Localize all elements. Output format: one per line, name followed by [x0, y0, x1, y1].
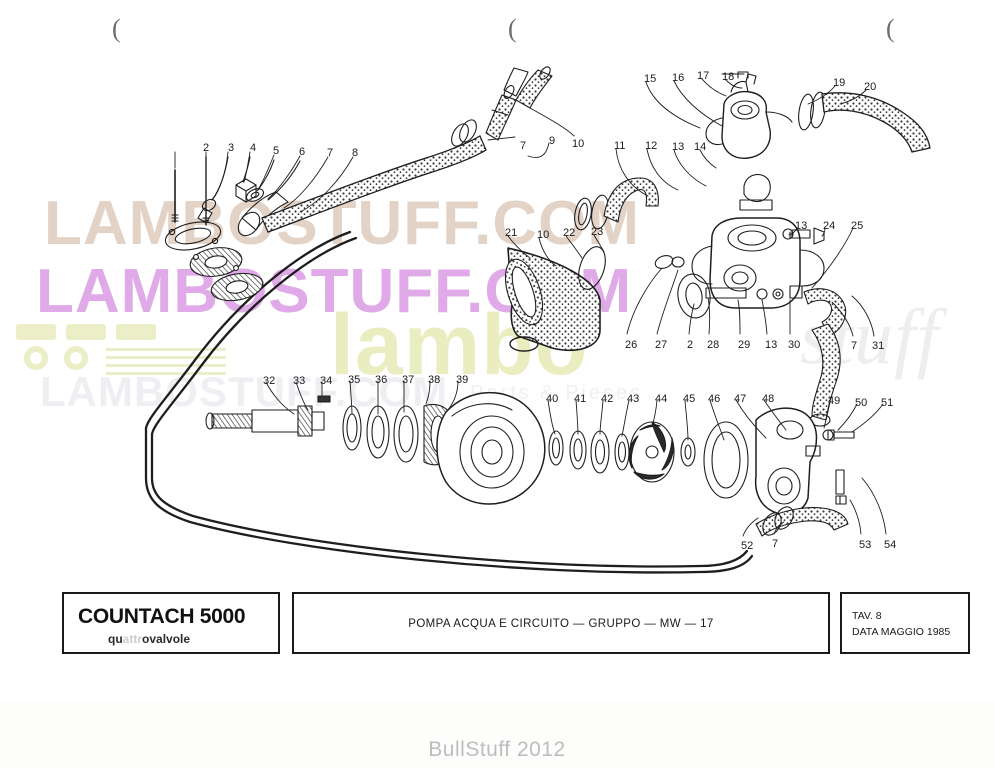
callout-number: 11	[614, 140, 626, 152]
callout-number: 18	[722, 71, 735, 83]
scan-artifact-paren-2: (	[508, 14, 517, 43]
callout-number: 50	[855, 397, 868, 409]
callout-number: 5	[273, 145, 280, 157]
callout-number: 40	[546, 393, 559, 405]
callout-number: 15	[644, 73, 657, 85]
callout-number: 7	[772, 538, 779, 550]
callout-number: 14	[694, 141, 707, 153]
model-name: COUNTACH 5000	[78, 605, 246, 628]
callout-number: 54	[884, 539, 897, 551]
callout-number: 9	[549, 135, 556, 147]
model-variant: quattrovalvole	[108, 632, 190, 646]
table-reference: TAV. 8	[852, 610, 882, 622]
callout-number: 34	[320, 375, 333, 387]
callout-number: 10	[572, 138, 585, 150]
callout-number: 6	[299, 146, 306, 158]
callout-number: 52	[741, 540, 754, 552]
callout-number: 13	[795, 220, 808, 232]
callout-number: 42	[601, 393, 614, 405]
callout-number: 13	[765, 339, 778, 351]
callout-number: 48	[762, 393, 775, 405]
callout-number: 27	[655, 339, 668, 351]
callout-number: 25	[851, 220, 864, 232]
callout-number: 32	[263, 375, 276, 387]
callout-number: 20	[864, 81, 877, 93]
variant-faded: attr	[122, 632, 143, 646]
callout-number: 21	[505, 227, 518, 239]
scan-artifact-paren-1: (	[112, 14, 121, 43]
callout-number: 46	[708, 393, 721, 405]
callout-number: 17	[697, 70, 710, 82]
callout-number: 41	[574, 393, 587, 405]
callout-number: 2	[203, 142, 210, 154]
callout-number: 19	[833, 77, 846, 89]
callout-number: 16	[672, 72, 685, 84]
callout-number: 24	[823, 220, 836, 232]
callout-number: 31	[872, 340, 885, 352]
callout-number: 51	[881, 397, 894, 409]
callout-number: 13	[672, 141, 685, 153]
callout-number: 26	[625, 339, 638, 351]
callout-number: 43	[627, 393, 640, 405]
callout-number: 4	[250, 142, 257, 154]
callout-number: 10	[537, 229, 550, 241]
exploded-parts-drawing	[144, 66, 931, 574]
callout-number: 7	[520, 140, 527, 152]
callout-number: 37	[402, 374, 415, 386]
callout-number: 23	[591, 226, 604, 238]
assembly-description: POMPA ACQUA E CIRCUITO — GRUPPO — MW — 1…	[408, 618, 714, 630]
callout-number: 28	[707, 339, 720, 351]
callout-number: 45	[683, 393, 696, 405]
variant-suffix: ovalvole	[142, 632, 191, 646]
watermark-bottom: BullStuff 2012	[428, 738, 566, 761]
callout-number: 39	[456, 374, 469, 386]
title-block-reference: TAV. 8 DATA MAGGIO 1985	[840, 592, 970, 654]
callout-number: 7	[851, 340, 858, 352]
callout-number: 7	[327, 147, 334, 159]
callout-number: 38	[428, 374, 441, 386]
callout-number: 12	[645, 140, 658, 152]
title-block-description: POMPA ACQUA E CIRCUITO — GRUPPO — MW — 1…	[292, 592, 830, 654]
callout-number: 33	[293, 375, 306, 387]
table-date: DATA MAGGIO 1985	[852, 626, 951, 638]
callout-number: 49	[828, 395, 841, 407]
callout-number: 36	[375, 374, 388, 386]
variant-prefix: qu	[108, 632, 123, 646]
callout-number: 29	[738, 339, 751, 351]
callout-number: 8	[352, 147, 359, 159]
callout-number: 22	[563, 227, 576, 239]
callout-number: 35	[348, 374, 361, 386]
title-block-model: COUNTACH 5000 quattrovalvole	[62, 592, 280, 654]
callout-number: 44	[655, 393, 668, 405]
callout-number: 3	[228, 142, 235, 154]
callout-number: 47	[734, 393, 747, 405]
scan-artifact-paren-3: (	[886, 14, 895, 43]
callout-number: 53	[859, 539, 872, 551]
callout-number: 30	[788, 339, 801, 351]
callout-number: 2	[687, 339, 694, 351]
